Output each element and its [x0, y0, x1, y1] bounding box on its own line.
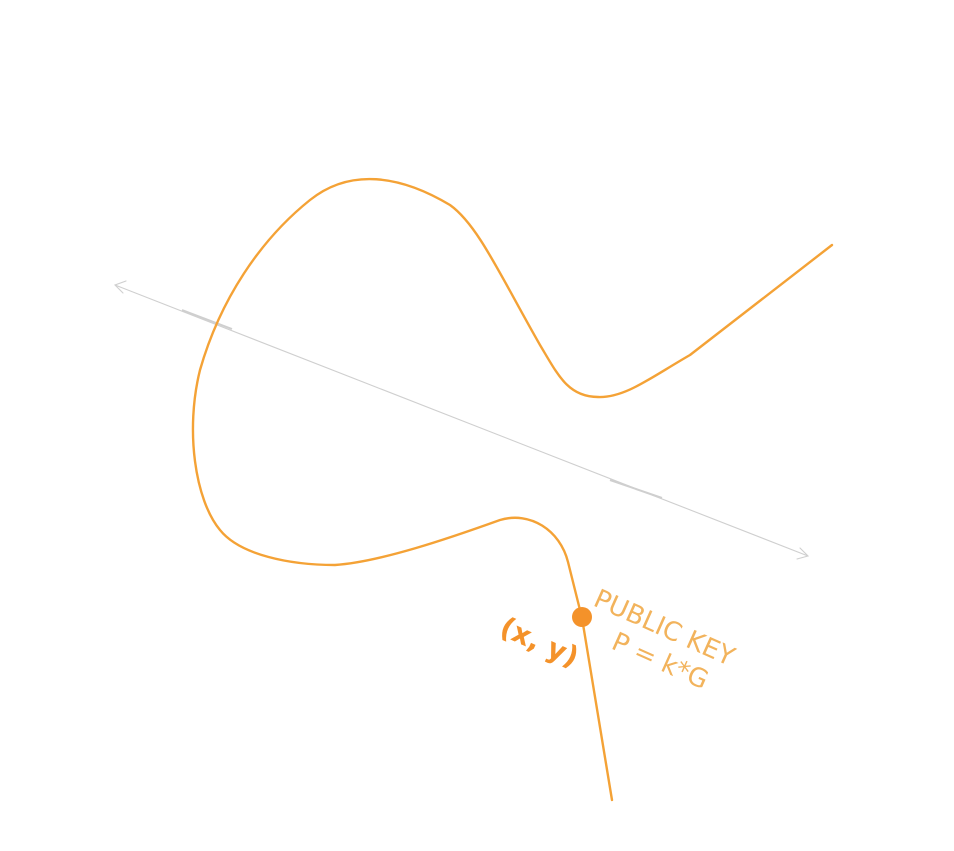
- axis: [114, 280, 810, 560]
- axis-tick-left: [181, 309, 233, 330]
- elliptic-curve: [191, 177, 834, 802]
- point-coordinates-label: (x, y): [495, 610, 584, 674]
- axis-tick-right: [609, 479, 663, 499]
- public-key-point: [572, 607, 592, 627]
- axis-line: [114, 284, 809, 557]
- axis-arrow-right: [796, 547, 810, 560]
- axis-arrow-left: [114, 280, 127, 294]
